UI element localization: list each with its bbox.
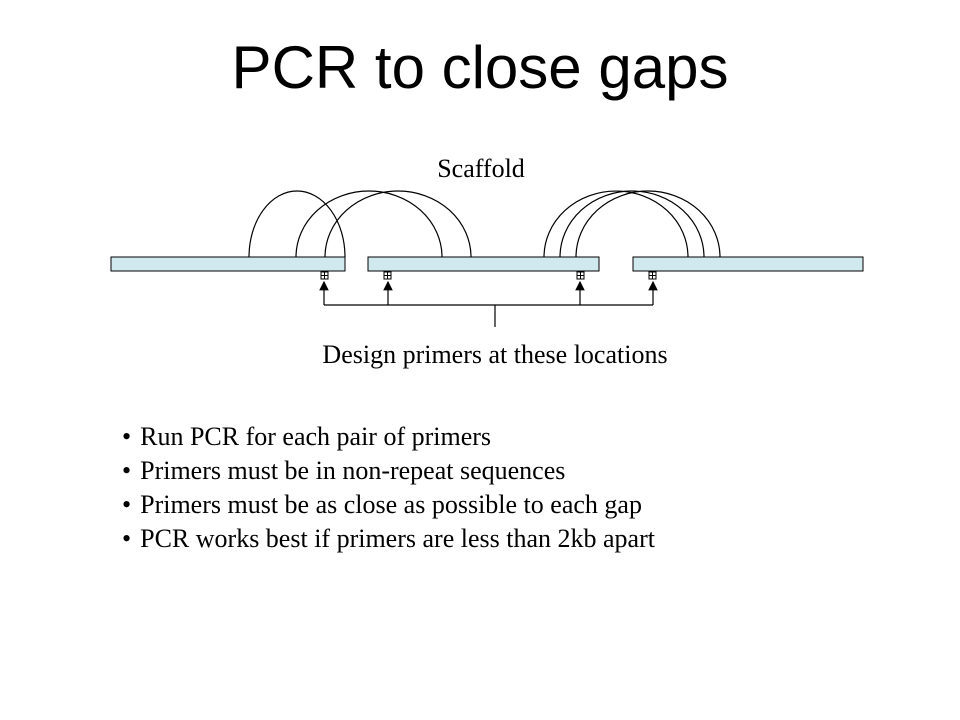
- primer-site-marker: [576, 271, 585, 280]
- primer-site-marker: [648, 271, 657, 280]
- primer-locations-label: Design primers at these locations: [322, 340, 667, 369]
- mate-pair-arc: [543, 190, 689, 258]
- scaffold-label: Scaffold: [437, 154, 525, 183]
- contig-bar: [110, 256, 346, 272]
- slide-title: PCR to close gaps: [231, 34, 729, 101]
- primer-site-marker: [383, 271, 392, 280]
- primer-pointer: [319, 280, 658, 327]
- mate-pair-arc: [295, 190, 443, 258]
- contig-bar: [632, 256, 864, 272]
- primer-sites: [320, 271, 657, 280]
- mate-pair-arc: [559, 190, 705, 258]
- bullet-item: PCR works best if primers are less than …: [122, 522, 655, 556]
- primer-site-marker: [320, 271, 329, 280]
- bullet-item: Run PCR for each pair of primers: [122, 420, 655, 454]
- bullet-list: Run PCR for each pair of primers Primers…: [122, 420, 655, 556]
- contigs: [110, 256, 864, 272]
- mate-pair-arc: [575, 190, 721, 258]
- bullet-item: Primers must be as close as possible to …: [122, 488, 655, 522]
- mate-pair-arcs: [248, 190, 721, 258]
- mate-pair-arc: [248, 190, 346, 258]
- bullet-item: Primers must be in non-repeat sequences: [122, 454, 655, 488]
- contig-bar: [367, 256, 600, 272]
- mate-pair-arc: [324, 190, 472, 258]
